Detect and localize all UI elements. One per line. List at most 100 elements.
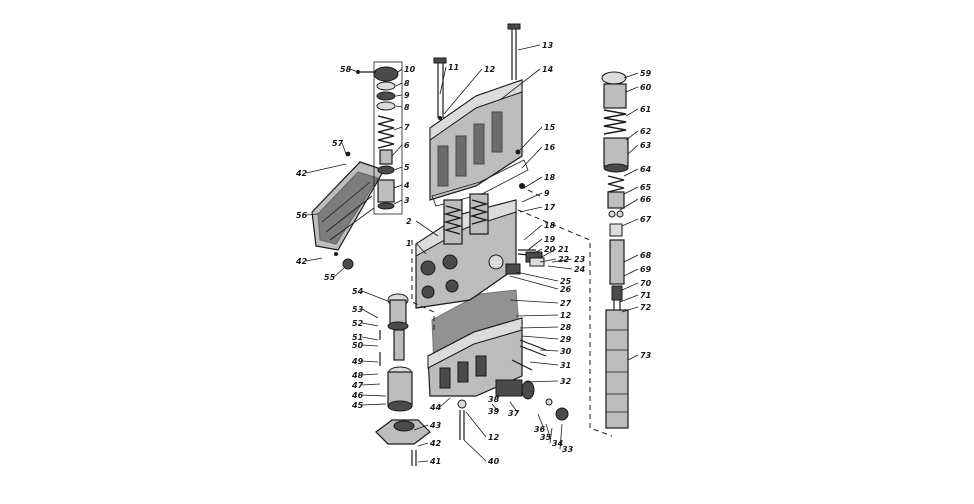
leader-line [395,82,403,87]
part-callout-label: 20 [544,245,556,254]
leader-line [619,294,639,303]
part-callout-label: 31 [560,361,571,370]
part-callout-label: 36 [534,425,546,434]
relief-valve-stack [345,61,403,215]
leader-line [395,94,403,97]
small-fittings-cluster [517,249,545,267]
leader-line [545,423,551,438]
part-callout-label: 33 [562,445,574,454]
leader-line [517,44,541,51]
leader-line [417,460,429,463]
leader-lines [305,44,639,463]
leader-line [463,439,487,462]
part-callout-label: 22 [558,255,570,264]
part-callout-label: 37 [508,409,520,418]
leader-line [547,265,573,270]
part-callout-label: 66 [640,195,652,204]
part-callout-label: 42 [295,257,308,266]
part-callout-label: 8 [404,103,410,112]
part-callout-label: 49 [351,357,364,366]
part-callout-label: 18 [544,173,556,182]
part-callout-label: 73 [640,351,652,360]
leader-line [529,361,559,366]
part-callout-label: 71 [640,291,651,300]
part-callout-label: 9 [404,91,410,100]
main-valve-body [415,183,525,309]
part-callout-label: 4 [403,181,410,190]
right-spool-stack [601,71,629,429]
part-callout-label: 11 [448,63,459,72]
leader-line [393,184,403,189]
part-callout-label: 5 [404,163,410,172]
leader-line [509,299,559,304]
leader-line [341,142,347,155]
leader-line [523,224,543,241]
leader-line [619,198,639,211]
leader-line [361,344,379,347]
leader-line [361,360,379,363]
part-callout-label: 47 [351,381,364,390]
part-callout-label: 46 [351,391,364,400]
leader-line [443,68,483,115]
part-callout-label: 34 [552,439,564,448]
part-callout-label: 7 [404,123,410,132]
leader-line [519,326,559,329]
leader-line [531,248,543,255]
leader-line [519,206,543,213]
leader-line [393,126,403,131]
lower-valve-body [427,289,569,440]
leader-line [527,238,543,251]
leader-line [621,306,639,313]
leader-line [509,401,519,414]
leader-line [333,267,345,278]
part-callout-label: 42 [429,439,442,448]
leader-line [625,86,639,93]
part-callout-label: 24 [574,265,586,274]
part-callout-label: 56 [296,211,308,220]
leader-line [521,146,543,169]
leader-line [515,271,559,282]
part-callout-label: 64 [640,165,652,174]
leader-line [627,354,639,361]
part-callout-label: 26 [560,285,572,294]
leader-line [361,394,387,397]
part-callout-label: 16 [544,143,556,152]
leader-line [361,308,379,319]
part-callout-label: 58 [340,65,352,74]
leader-line [515,314,559,317]
leader-line [393,199,403,205]
part-callout-label: 48 [351,371,364,380]
part-callout-label: 17 [544,203,556,212]
part-callout-label: 21 [558,245,569,254]
leader-line [465,411,487,438]
part-callout-label: 69 [640,265,652,274]
part-callout-label: 43 [429,421,442,430]
part-callout-label: 38 [488,395,500,404]
leader-line [361,322,379,327]
part-callout-label: 61 [640,105,651,114]
part-callout-label: 41 [429,457,441,466]
part-callout-label: 32 [560,377,572,386]
leader-line [349,68,359,73]
part-callout-label: 39 [488,407,500,416]
leader-line [521,335,559,340]
part-callout-label: 42 [295,169,308,178]
leader-line [625,130,639,141]
part-callout-label: 53 [352,305,364,314]
part-callout-label: 44 [429,403,442,412]
leader-line [623,168,639,177]
leader-line [621,282,639,291]
leader-line [393,166,403,171]
part-callout-label: 2 [406,217,412,226]
part-callout-label: 10 [404,65,416,74]
leader-line [525,380,559,383]
leader-line [521,192,543,203]
leader-line [361,373,379,376]
part-callout-label: 72 [640,303,652,312]
leader-line [361,383,381,386]
leader-line [519,126,543,151]
leader-line [415,220,439,237]
